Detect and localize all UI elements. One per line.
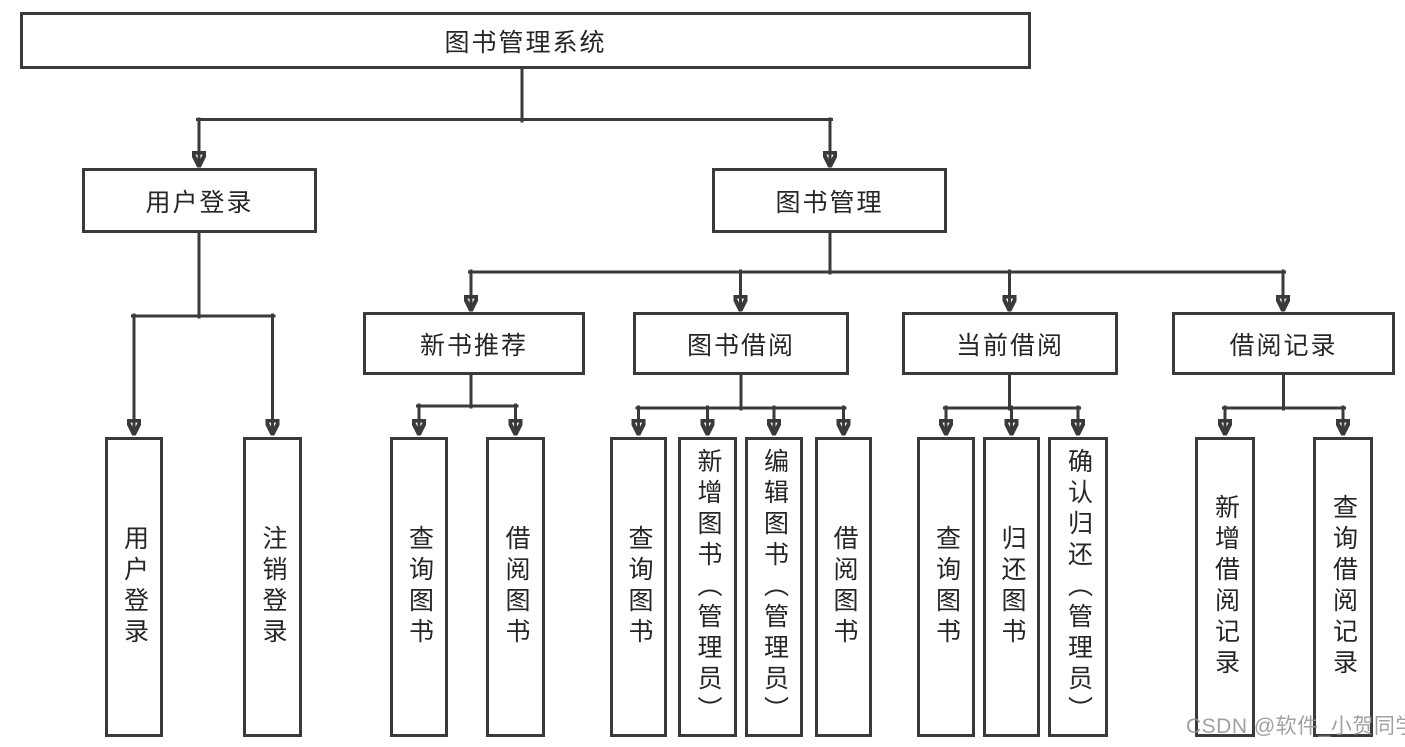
node-book-management: 图书管理 bbox=[712, 168, 947, 233]
leaf-borrow-books-recommend: 借阅图书 bbox=[486, 437, 545, 737]
node-root-system: 图书管理系统 bbox=[20, 12, 1031, 69]
leaf-confirm-return-admin-label: 确认归还（管理员） bbox=[1064, 447, 1093, 727]
leaf-query-books-recommend: 查询图书 bbox=[390, 437, 448, 737]
leaf-edit-books-admin: 编辑图书（管理员） bbox=[745, 437, 803, 737]
leaf-user-login: 用户登录 bbox=[105, 437, 163, 737]
leaf-borrow-books-recommend-label: 借阅图书 bbox=[502, 525, 530, 649]
leaf-confirm-return-admin: 确认归还（管理员） bbox=[1048, 437, 1108, 737]
leaf-add-books-admin: 新增图书（管理员） bbox=[678, 437, 737, 737]
node-book-borrow: 图书借阅 bbox=[633, 312, 849, 375]
leaf-return-books-label: 归还图书 bbox=[998, 525, 1026, 649]
leaf-query-books-borrow-label: 查询图书 bbox=[625, 525, 653, 649]
leaf-borrow-books: 借阅图书 bbox=[815, 437, 872, 737]
leaf-user-login-label: 用户登录 bbox=[120, 525, 149, 649]
leaf-add-borrow-record: 新增借阅记录 bbox=[1195, 437, 1255, 737]
leaf-query-borrow-record: 查询借阅记录 bbox=[1313, 437, 1373, 737]
node-borrow-records: 借阅记录 bbox=[1172, 312, 1395, 375]
node-new-book-recommend: 新书推荐 bbox=[363, 312, 585, 375]
leaf-logout-login: 注销登录 bbox=[243, 437, 302, 737]
leaf-return-books: 归还图书 bbox=[983, 437, 1040, 737]
leaf-add-borrow-record-label: 新增借阅记录 bbox=[1211, 494, 1240, 680]
node-user-login: 用户登录 bbox=[82, 168, 317, 233]
node-current-borrow: 当前借阅 bbox=[902, 312, 1118, 375]
leaf-query-books-current-label: 查询图书 bbox=[932, 525, 961, 649]
csdn-watermark: CSDN @软件_小贺同学 bbox=[1186, 715, 1405, 738]
leaf-query-books-borrow: 查询图书 bbox=[610, 437, 667, 737]
leaf-query-borrow-record-label: 查询借阅记录 bbox=[1329, 494, 1358, 680]
leaf-query-books-current: 查询图书 bbox=[917, 437, 975, 737]
leaf-add-books-admin-label: 新增图书（管理员） bbox=[694, 447, 722, 727]
leaf-query-books-recommend-label: 查询图书 bbox=[405, 525, 434, 649]
leaf-logout-login-label: 注销登录 bbox=[259, 525, 287, 649]
leaf-edit-books-admin-label: 编辑图书（管理员） bbox=[760, 447, 789, 727]
leaf-borrow-books-label: 借阅图书 bbox=[830, 525, 858, 649]
